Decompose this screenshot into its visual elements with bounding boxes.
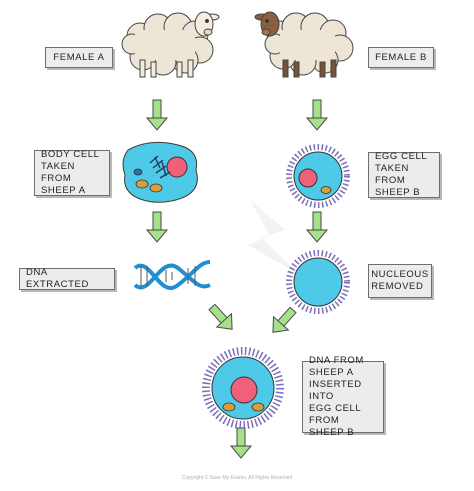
arrow-down-bottom: [230, 427, 252, 459]
label-dna-inserted: DNA FROM SHEEP A INSERTED INTO EGG CELL …: [302, 355, 384, 438]
copyright-text: Copyright © Save My Exams. All Rights Re…: [181, 475, 293, 481]
arrow-diagonal-left: [204, 299, 241, 337]
dna-helix-illustration: [133, 260, 211, 290]
reconstructed-egg-cell-illustration: [202, 347, 284, 429]
arrow-down-left-2: [146, 211, 168, 243]
label-female-b: FEMALE B: [368, 47, 434, 68]
enucleated-egg-cell-illustration: [286, 250, 350, 314]
sheep-a-illustration: [121, 11, 220, 78]
arrow-down-right-1: [306, 99, 328, 131]
label-egg-cell: EGG CELL TAKEN FROM SHEEP B: [368, 151, 440, 198]
body-cell-illustration: [122, 141, 198, 203]
egg-cell-illustration: [286, 144, 350, 208]
label-nucleous-removed: NUCLEOUS REMOVED: [368, 264, 432, 298]
arrow-down-left-1: [146, 99, 168, 131]
label-dna-extracted: DNA EXTRACTED: [19, 267, 115, 290]
arrow-diagonal-right: [264, 302, 301, 340]
label-body-cell: BODY CELL TAKEN FROM SHEEP A: [34, 149, 110, 196]
label-female-a: FEMALE A: [45, 47, 113, 68]
arrow-down-right-2: [306, 211, 328, 243]
sheep-b-illustration: [254, 11, 354, 78]
watermark-logo: [248, 200, 300, 275]
